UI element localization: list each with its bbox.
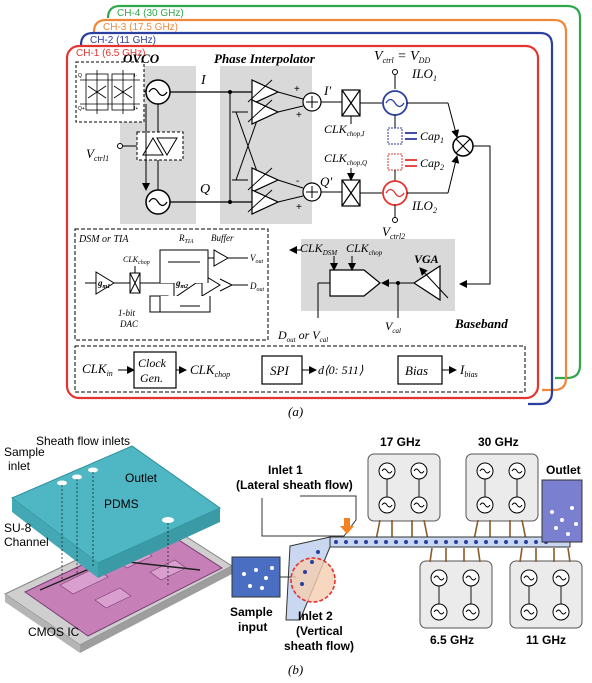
qvco-coupling-box (137, 132, 183, 160)
pdms-label: PDMS (104, 497, 139, 511)
ghz30-label: 30 GHz (478, 435, 519, 449)
ch4-label: CH-4 (30 GHz) (117, 8, 184, 19)
sample-input-line1: Sample (230, 605, 273, 619)
caption-b: (b) (288, 662, 303, 677)
sample-input-line2: input (238, 620, 267, 634)
vga-label: VGA (414, 252, 439, 266)
schem-port-q2: Q+ (78, 106, 85, 112)
outlet-left-label: Outlet (125, 471, 158, 485)
inlet2-line2: (Vertical (296, 624, 343, 638)
caption-a: (a) (288, 404, 303, 419)
schem-port-i2: I+ (134, 106, 138, 112)
su8-line2: Channel (4, 535, 49, 549)
spi-label: SPI (270, 363, 289, 378)
sensor-block-11ghz (510, 561, 582, 628)
sheath-flow-inlets-label: Sheath flow inlets (36, 434, 130, 448)
buffer-label: Buffer (211, 233, 234, 243)
sensor-block-30ghz (466, 454, 538, 521)
chopper-q (342, 180, 360, 206)
q-label: Q (200, 182, 210, 197)
sample-inlet-line2: inlet (8, 459, 31, 473)
bias-label: Bias (405, 363, 428, 378)
ghz17-label: 17 GHz (380, 435, 421, 449)
ghz65-label: 6.5 GHz (430, 633, 474, 647)
cmos-ic-label: CMOS IC (28, 625, 80, 639)
schem-port-i: I- (134, 73, 137, 79)
phase-interpolator-title: Phase Interpolator (214, 51, 316, 66)
sample-input-reservoir (232, 557, 280, 597)
sum-plus-2: + (296, 110, 302, 121)
sensor-block-17ghz (368, 454, 440, 521)
chip-stack-3d (5, 446, 232, 653)
inlet2-line1: Inlet 2 (298, 609, 333, 623)
outlet-right-label: Outlet (546, 463, 581, 477)
inlet1-line2: (Lateral sheath flow) (236, 478, 353, 492)
schem-port-q: Q (78, 73, 82, 79)
inlet2-line3: sheath flow) (284, 639, 354, 653)
q-prime-label: Q′ (320, 174, 332, 189)
lateral-inlet-outline (262, 496, 356, 536)
clock-gen-line2: Gen. (140, 371, 163, 385)
inlet2-highlight (291, 558, 335, 602)
chopper-i (342, 90, 360, 116)
sum-minus: - (296, 176, 299, 187)
clock-gen-line1: Clock (138, 356, 167, 370)
i-prime-label: I′ (323, 83, 331, 98)
outlet-reservoir (542, 480, 582, 542)
ch3-label: CH-3 (17.5 GHz) (103, 22, 178, 33)
cap1-inductor (388, 128, 402, 144)
one-bit-dac-line2: DAC (119, 319, 139, 329)
sensor-block-6-5ghz (420, 561, 492, 628)
dsm-tia-title: DSM or TIA (78, 234, 129, 245)
sum-plus-1: + (294, 84, 300, 95)
ghz11-label: 11 GHz (526, 633, 566, 647)
sample-inlet-line1: Sample (4, 445, 45, 459)
inlet1-line1: Inlet 1 (268, 463, 303, 477)
one-bit-dac-line1: 1-bit (118, 308, 135, 318)
su8-line1: SU-8 (4, 521, 32, 535)
cap2-inductor (388, 154, 402, 170)
baseband-title: Baseband (454, 316, 508, 331)
d-bus-label: d⟨0: 511⟩ (318, 363, 364, 377)
ch2-label: CH-2 (11 GHz) (90, 35, 156, 46)
sum-plus-3: + (296, 202, 302, 213)
